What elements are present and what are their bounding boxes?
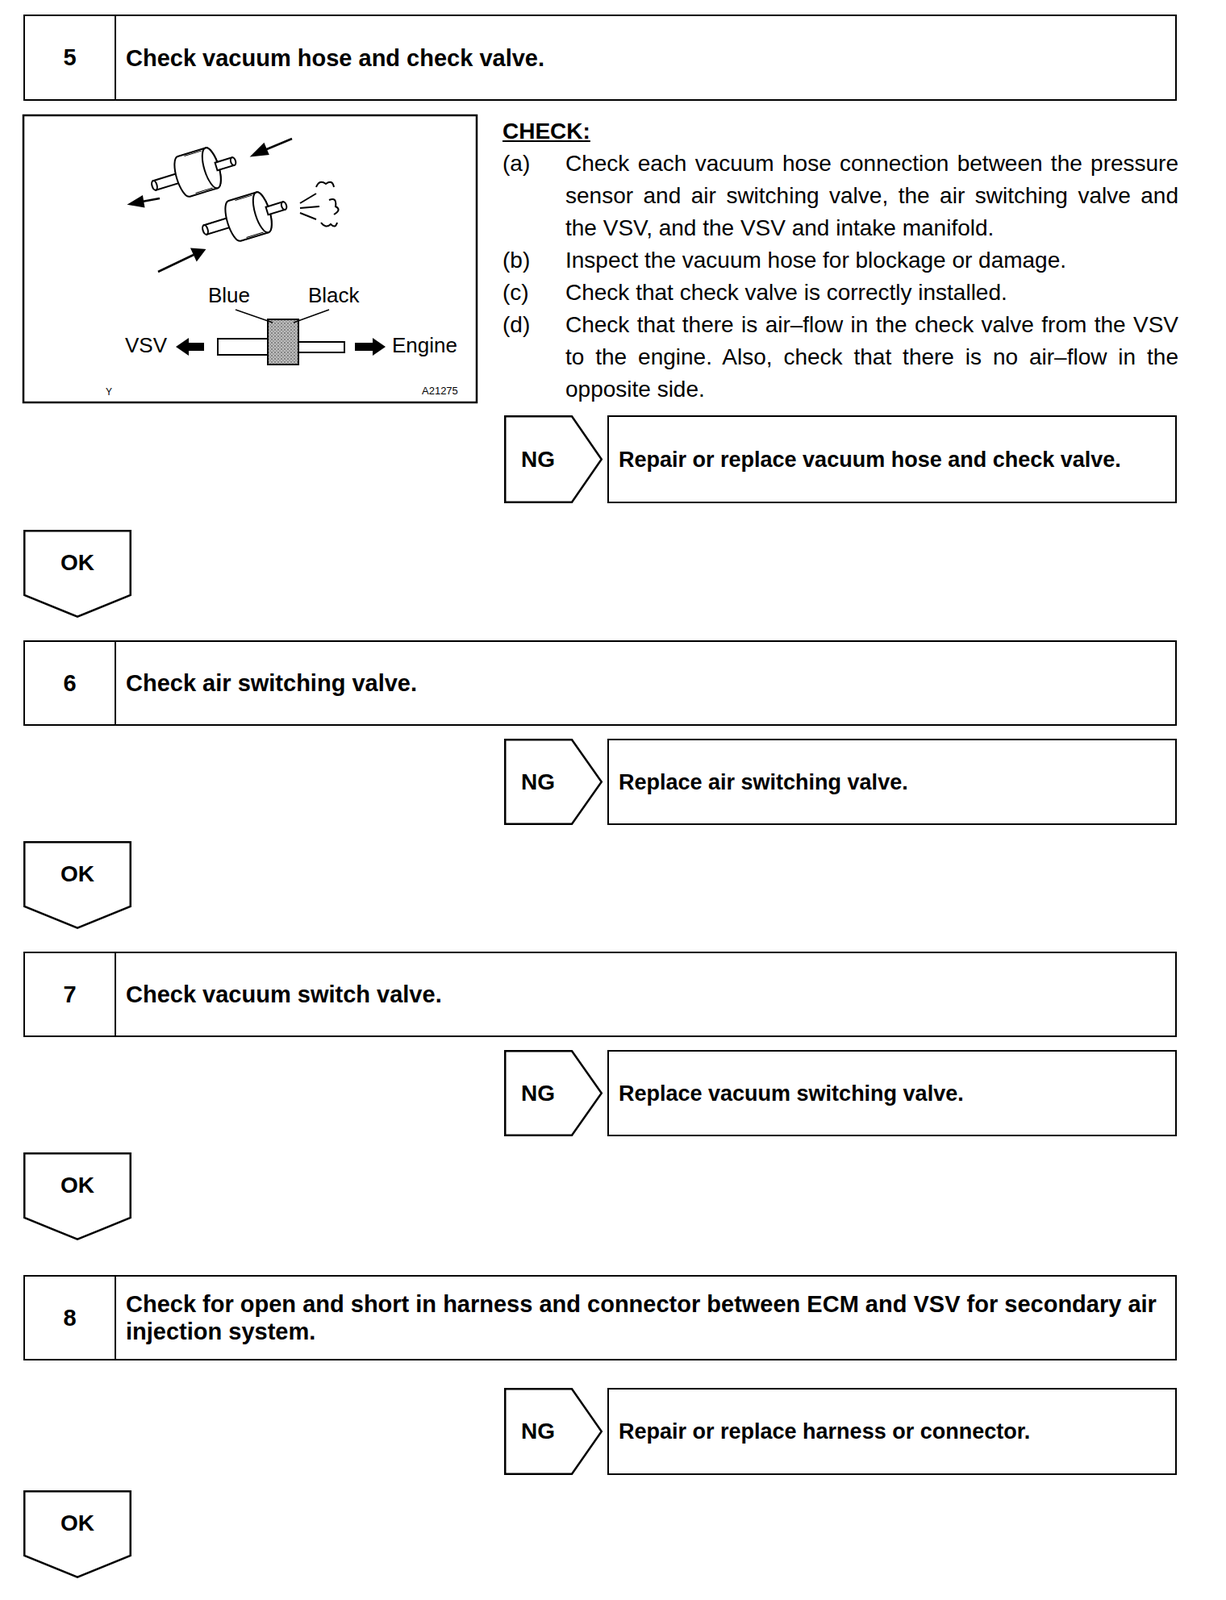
- check-list: CHECK:(a)Check each vacuum hose connecti…: [502, 115, 1179, 406]
- check-valve-icon: [145, 140, 242, 206]
- check-item: (a)Check each vacuum hose connection bet…: [502, 147, 1179, 245]
- step-number: 5: [62, 44, 76, 71]
- ng-arrow: NG: [504, 1388, 603, 1476]
- check-item: (b)Inspect the vacuum hose for blockage …: [502, 244, 1179, 277]
- arrow-shape: [504, 739, 602, 825]
- ng-label: NG: [521, 1081, 555, 1106]
- item-letter: (c): [502, 276, 566, 309]
- action-text: Repair or replace harness or connector.: [618, 1419, 1166, 1444]
- step-title: Check for open and short in harness and …: [125, 1290, 1164, 1346]
- action-text: Replace vacuum switching valve.: [618, 1081, 1166, 1106]
- step-box: 8 Check for open and short in harness and…: [23, 1275, 1177, 1361]
- ok-label: OK: [60, 1173, 95, 1198]
- figure-frame: [23, 115, 477, 403]
- flow-arrow: [129, 138, 292, 272]
- check-heading: CHECK:: [502, 115, 1179, 148]
- number-cell: 8: [25, 1276, 117, 1360]
- step-number: 8: [62, 1305, 76, 1332]
- item-letter: (a): [502, 147, 566, 245]
- ng-arrow: NG: [504, 415, 603, 504]
- arrow-shape: [504, 1388, 602, 1475]
- action-text: Replace air switching valve.: [618, 770, 1166, 795]
- action-box: Replace air switching valve.: [607, 738, 1177, 826]
- ok-label: OK: [60, 862, 95, 887]
- ng-label: NG: [521, 770, 555, 795]
- number-cell: 7: [25, 953, 117, 1036]
- number-cell: 6: [25, 642, 117, 725]
- figure-mark: Y: [105, 387, 113, 398]
- step-title: Check vacuum switch valve.: [125, 980, 443, 1009]
- air-puff: [300, 182, 339, 227]
- arrow-shape: [24, 842, 131, 929]
- leader-line: [235, 309, 273, 323]
- title-cell: Check air switching valve.: [116, 642, 1176, 725]
- arrow-shape: [24, 1153, 131, 1240]
- arrow-shape: [24, 530, 131, 618]
- action-box: Replace vacuum switching valve.: [607, 1050, 1177, 1137]
- leader-line: [293, 309, 330, 323]
- figure-code: A21275: [421, 385, 459, 397]
- ok-label: OK: [60, 1511, 95, 1536]
- step-box: 7 Check vacuum switch valve.: [23, 951, 1177, 1038]
- color-label: Blue: [208, 283, 251, 308]
- ng-label: NG: [521, 447, 555, 472]
- ok-arrow: OK: [23, 1152, 132, 1241]
- check-valve-icon: [196, 184, 292, 251]
- arrow-shape: [504, 1050, 602, 1136]
- check-item: (c)Check that check valve is correctly i…: [502, 276, 1179, 309]
- color-label: Black: [308, 283, 360, 308]
- number-cell: 5: [25, 16, 117, 100]
- arrow-shape: [24, 1491, 131, 1578]
- ng-arrow: NG: [504, 1050, 603, 1137]
- item-text: Check each vacuum hose connection betwee…: [565, 147, 1179, 245]
- part-label: Engine: [391, 333, 458, 358]
- ok-arrow: OK: [23, 529, 132, 618]
- ok-arrow: OK: [23, 1490, 132, 1579]
- title-cell: Check for open and short in harness and …: [116, 1276, 1176, 1360]
- direction-arrow: [175, 337, 205, 356]
- ok-label: OK: [60, 550, 95, 576]
- ng-arrow: NG: [504, 738, 603, 826]
- item-text: Check that check valve is correctly inst…: [565, 276, 1179, 309]
- action-box: Repair or replace harness or connector.: [607, 1388, 1177, 1476]
- step-number: 6: [62, 670, 76, 697]
- item-text: Inspect the vacuum hose for blockage or …: [565, 244, 1179, 277]
- title-cell: Check vacuum switch valve.: [116, 953, 1176, 1036]
- item-text: Check that there is air–flow in the chec…: [565, 308, 1179, 406]
- action-box: Repair or replace vacuum hose and check …: [607, 415, 1177, 504]
- direction-arrow: [354, 337, 386, 356]
- action-text: Repair or replace vacuum hose and check …: [618, 447, 1166, 472]
- step-number: 7: [62, 981, 76, 1009]
- item-letter: (d): [502, 308, 566, 406]
- step-title: Check vacuum hose and check valve.: [125, 44, 545, 72]
- step-box: 6 Check air switching valve.: [23, 640, 1177, 726]
- step-title: Check air switching valve.: [125, 669, 418, 697]
- title-cell: Check vacuum hose and check valve.: [116, 16, 1176, 100]
- check-item: (d)Check that there is air–flow in the c…: [502, 308, 1179, 406]
- step-box: 5 Check vacuum hose and check valve.: [23, 14, 1177, 101]
- ng-label: NG: [521, 1419, 555, 1444]
- arrow-shape: [504, 416, 602, 503]
- ok-arrow: OK: [23, 841, 132, 930]
- check-valve-diagram: [175, 309, 386, 365]
- part-label: VSV: [125, 333, 167, 358]
- item-letter: (b): [502, 244, 566, 277]
